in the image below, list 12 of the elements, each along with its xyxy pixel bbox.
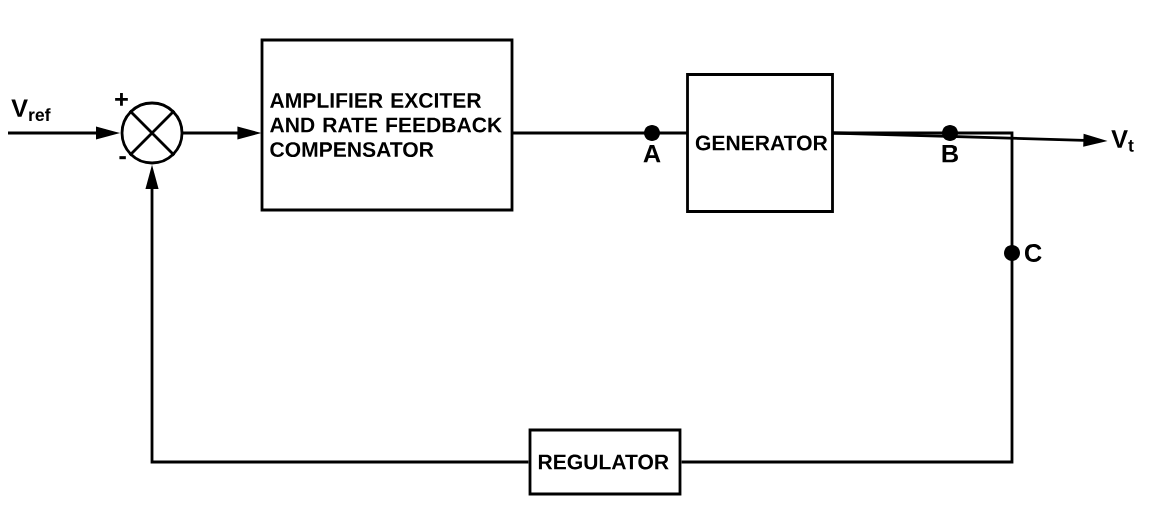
connector-line (512, 131, 688, 135)
block-box: AMPLIFIER EXCITER AND RATE FEEDBACK COMPENSATOR (260, 38, 514, 212)
signal-label: V$_{ref}$ (11, 99, 51, 122)
connector-line (681, 131, 1014, 464)
sign-label: + (115, 93, 128, 106)
signal-label: V$_{t}$ (1111, 130, 1134, 152)
block-box: GENERATOR (686, 73, 834, 213)
point-label: A (643, 144, 661, 163)
sign-label: - (119, 156, 126, 160)
block-box: REGULATOR (528, 428, 682, 496)
point-label: C (1025, 244, 1042, 262)
point-label: B (942, 144, 958, 163)
